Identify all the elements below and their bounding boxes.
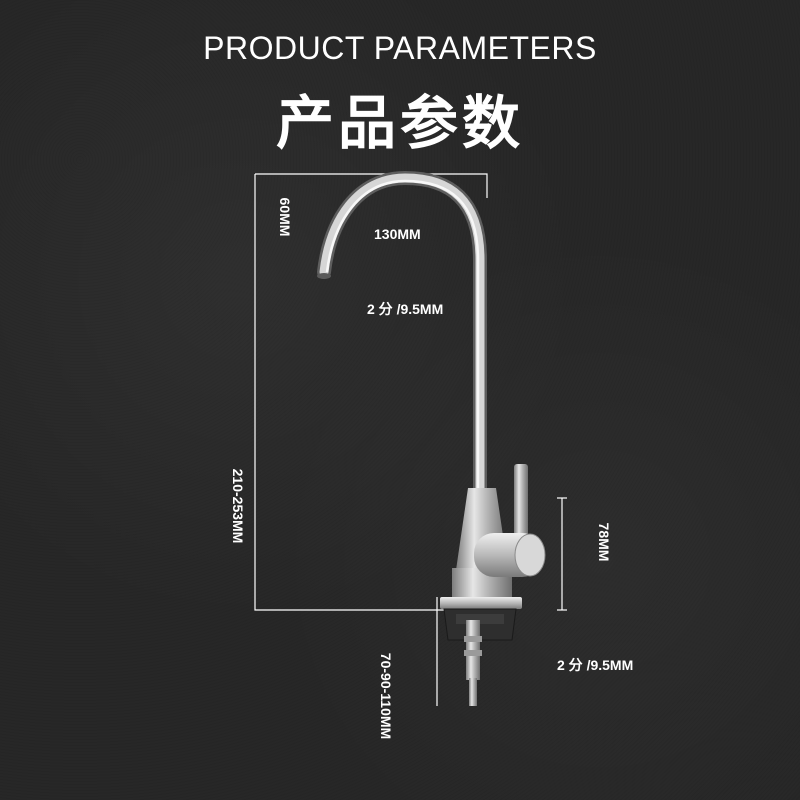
dimension-lines [254, 173, 567, 706]
spout-drop-label: 60MM [277, 197, 293, 237]
frame-top-left-line [254, 174, 445, 611]
frame-top-line [255, 173, 488, 198]
page-title-en: PRODUCT PARAMETERS [203, 30, 597, 66]
page-title-cn: 产品参数 [275, 91, 524, 156]
spout-tube [317, 170, 487, 499]
spout-reach-label: 130MM [374, 226, 421, 242]
inlet-diameter-label: 2 分 /9.5MM [557, 657, 634, 673]
faucet-shank [464, 620, 482, 706]
total-height-label: 210-253MM [230, 468, 246, 544]
body-height-label: 78MM [596, 522, 612, 562]
faucet-handle [474, 464, 546, 577]
tube-diameter-label: 2 分 /9.5MM [367, 301, 444, 317]
shank-length-label: 70-90-110MM [378, 652, 394, 740]
